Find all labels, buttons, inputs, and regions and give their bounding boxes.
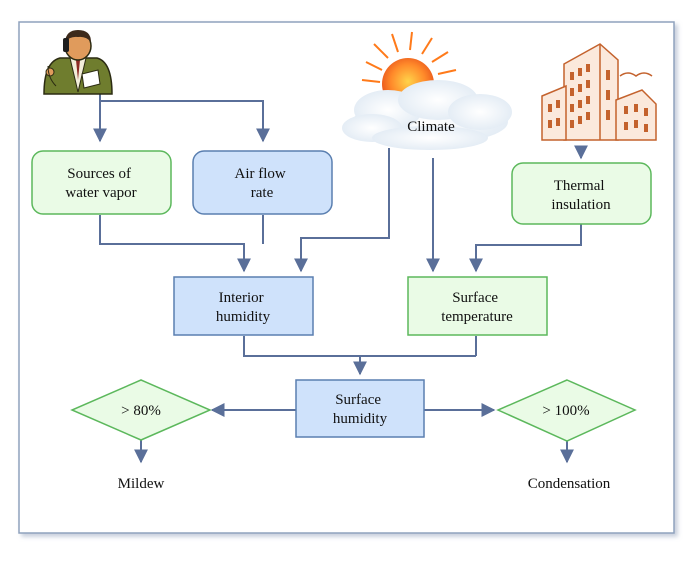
svg-text:Air flow rate: Air flow rate [235, 166, 290, 201]
arrow-interior-to-surface-humidity [243, 336, 367, 376]
node-interior-humidity: Interior humidity [173, 276, 314, 336]
interior-label-line2: humidity [216, 309, 271, 325]
arrow-climate-to-interior [294, 148, 390, 273]
svg-text:Interior humidity: Interior humidity [216, 290, 271, 325]
person-on-phone-icon [43, 30, 113, 95]
outcome-condensation: Condensation [528, 476, 611, 492]
connectors [93, 88, 588, 464]
airflow-label-line2: rate [251, 185, 274, 201]
node-surface-humidity: Surface humidity [295, 379, 425, 438]
mildew-threshold-label: > 80% [121, 403, 161, 419]
surface-humidity-label-line2: humidity [333, 411, 388, 427]
node-thermal-insulation: Thermal insulation [511, 162, 652, 225]
thermal-label-line2: insulation [551, 197, 611, 213]
node-air-flow-rate: Air flow rate [192, 150, 333, 215]
node-sources-of-water-vapor: Sources of water vapor [31, 150, 172, 215]
condensation-threshold-label: > 100% [542, 403, 589, 419]
svg-text:Surface humidity: Surface humidity [333, 392, 388, 427]
airflow-label-line1: Air flow [235, 166, 286, 182]
arrow-person-to-airflow [100, 100, 270, 143]
decision-condensation-threshold: > 100% [496, 379, 637, 442]
office-building-icon [541, 43, 657, 141]
svg-text:Thermal insulation: Thermal insulation [551, 178, 611, 213]
sun-cloud-icon: Climate [342, 31, 512, 150]
surface-temp-label-line1: Surface [452, 290, 498, 306]
svg-text:Surface temperature: Surface temperature [441, 290, 513, 325]
arrow-sources-to-interior [99, 215, 251, 273]
surface-humidity-label-line1: Surface [335, 392, 381, 408]
climate-label: Climate [407, 119, 455, 135]
thermal-label-line1: Thermal [554, 178, 605, 194]
surface-temp-label-line2: temperature [441, 309, 513, 325]
arrow-thermal-to-surface-temp [469, 224, 582, 273]
interior-label-line1: Interior [219, 290, 264, 306]
sources-label-line1: Sources of [67, 166, 131, 182]
outcome-mildew: Mildew [118, 476, 165, 492]
svg-text:Sources of water vapor: Sources of water vapor [65, 166, 136, 201]
node-surface-temperature: Surface temperature [407, 276, 548, 336]
sources-label-line2: water vapor [65, 185, 136, 201]
decision-mildew-threshold: > 80% [70, 379, 212, 441]
